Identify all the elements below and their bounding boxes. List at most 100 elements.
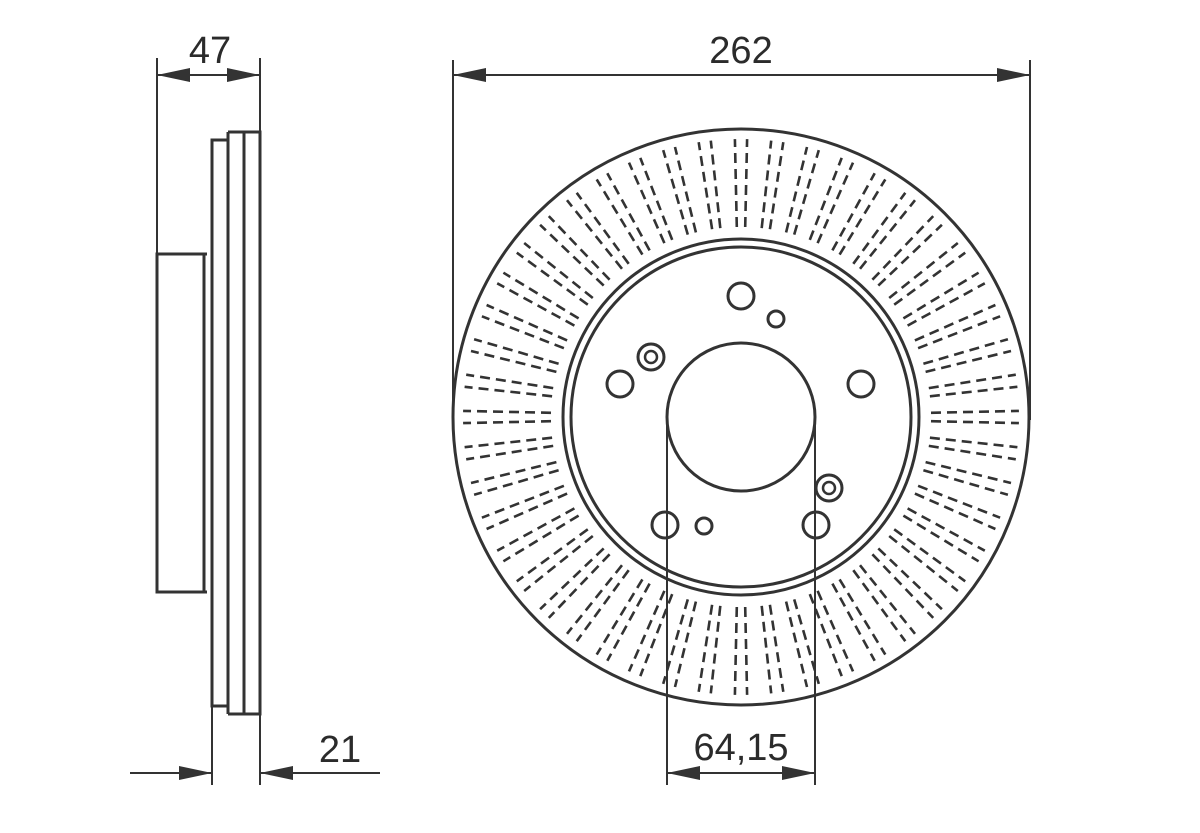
vent-slot-line xyxy=(858,199,917,270)
vent-slot-line xyxy=(473,337,559,366)
vent-slot-line xyxy=(627,590,666,672)
vent-slot-line xyxy=(606,172,651,252)
vent-slot-line xyxy=(784,146,809,233)
vent-slot-line xyxy=(466,444,554,461)
threaded-hole-left-inner xyxy=(643,349,659,365)
vent-slot-line xyxy=(733,139,739,228)
vent-slot-line xyxy=(565,564,624,635)
vent-slot-line xyxy=(486,303,568,342)
bolt-hole-top xyxy=(726,281,756,311)
vent-slot-line xyxy=(893,251,966,306)
hat-outer-circle xyxy=(561,237,921,597)
vent-slot-line xyxy=(929,436,1018,449)
hub-profile xyxy=(155,252,207,594)
dim-bore-arrow-right xyxy=(782,766,815,780)
vent-slot-line xyxy=(743,139,749,228)
vent-slot-line xyxy=(539,547,605,611)
vent-slot-line xyxy=(816,162,855,244)
vent-slot-line xyxy=(547,215,611,281)
vent-slot-line xyxy=(743,606,749,695)
vent-slot-line xyxy=(808,593,843,677)
vent-slot-line xyxy=(760,605,773,694)
center-bore xyxy=(665,341,817,493)
threaded-hole-left xyxy=(636,342,666,372)
vent-slot-line xyxy=(547,553,611,619)
vent-slot-line xyxy=(470,349,557,374)
vent-slot-line xyxy=(858,564,917,635)
vent-slot-line xyxy=(496,507,576,552)
vent-slot-line xyxy=(831,582,876,662)
vent-slot-line xyxy=(871,215,935,281)
vent-slot-line xyxy=(481,484,565,519)
vent-slot-line xyxy=(888,534,959,593)
vent-slot-line xyxy=(914,492,996,531)
vent-slot-line xyxy=(466,373,554,390)
dim-262-arrow-left xyxy=(453,68,486,82)
vent-slot-line xyxy=(816,590,855,672)
vent-slot-line xyxy=(661,149,690,235)
vent-slot-line xyxy=(595,178,644,256)
vent-slot-line xyxy=(902,271,980,320)
vent-slot-line xyxy=(831,172,876,252)
vent-slots xyxy=(463,139,1019,695)
vent-slot-line xyxy=(481,315,565,350)
threaded-hole-right xyxy=(814,473,844,503)
vent-slot-line xyxy=(888,241,959,300)
vent-slot-line xyxy=(464,385,553,398)
bolt-hole-bottom-left xyxy=(650,510,680,540)
vent-slot-line xyxy=(768,142,785,230)
vent-slot-line xyxy=(709,140,722,229)
vent-slot-line xyxy=(792,149,821,235)
vent-slot-line xyxy=(709,605,722,694)
vent-slot-line xyxy=(838,578,887,656)
dim-bore-arrow-left xyxy=(667,766,700,780)
vent-slot-line xyxy=(575,192,630,265)
vent-slot-line xyxy=(595,578,644,656)
vent-slot-line xyxy=(877,547,943,611)
vent-slot-line xyxy=(463,419,552,425)
dim-47-arrow-right xyxy=(227,68,260,82)
outer-friction-plate xyxy=(210,138,230,708)
vent-slot-line xyxy=(930,409,1019,415)
vent-slot-line xyxy=(902,514,980,563)
vent-slot-line xyxy=(523,534,594,593)
vent-slot-line xyxy=(925,460,1012,485)
vent-slot-line xyxy=(925,349,1012,374)
vent-slot-line xyxy=(838,178,887,256)
vent-slot-line xyxy=(928,444,1016,461)
disc-outer-edge xyxy=(451,127,1031,707)
vent-slot-line xyxy=(852,569,907,642)
vent-slot-line xyxy=(486,492,568,531)
hat-inner-circle xyxy=(569,245,913,589)
vent-slot-line xyxy=(463,409,552,415)
inner-friction-plate xyxy=(242,130,262,716)
small-hole-top xyxy=(766,309,786,329)
vent-slot-line xyxy=(502,514,580,563)
front-view: 262 64,15 xyxy=(451,30,1031,785)
vent-slot-line xyxy=(768,604,785,692)
dim-21-arrow-right xyxy=(260,766,293,780)
vent-slot-line xyxy=(914,303,996,342)
vent-slot-line xyxy=(575,569,630,642)
vent-slot-line xyxy=(928,373,1016,390)
dim-47-label: 47 xyxy=(189,30,231,72)
vent-slot-line xyxy=(784,601,809,688)
dim-262-label: 262 xyxy=(709,30,772,72)
vent-slot-line xyxy=(606,582,651,662)
vent-slot-line xyxy=(539,223,605,287)
vent-slot-line xyxy=(627,162,666,244)
vent-slot-line xyxy=(923,468,1009,497)
vent-slot-line xyxy=(906,507,986,552)
vent-slot-line xyxy=(871,553,935,619)
vent-slot-line xyxy=(496,282,576,327)
vent-slot-line xyxy=(470,460,557,485)
vent-slot-line xyxy=(639,593,674,677)
vent-slot-line xyxy=(516,251,589,306)
vent-slot-line xyxy=(516,528,589,583)
vent-slot-line xyxy=(808,157,843,241)
dim-262-arrow-right xyxy=(997,68,1030,82)
dim-21-label: 21 xyxy=(319,729,361,771)
dim-bore-label: 64,15 xyxy=(693,727,788,769)
threaded-hole-right-inner xyxy=(821,480,837,496)
